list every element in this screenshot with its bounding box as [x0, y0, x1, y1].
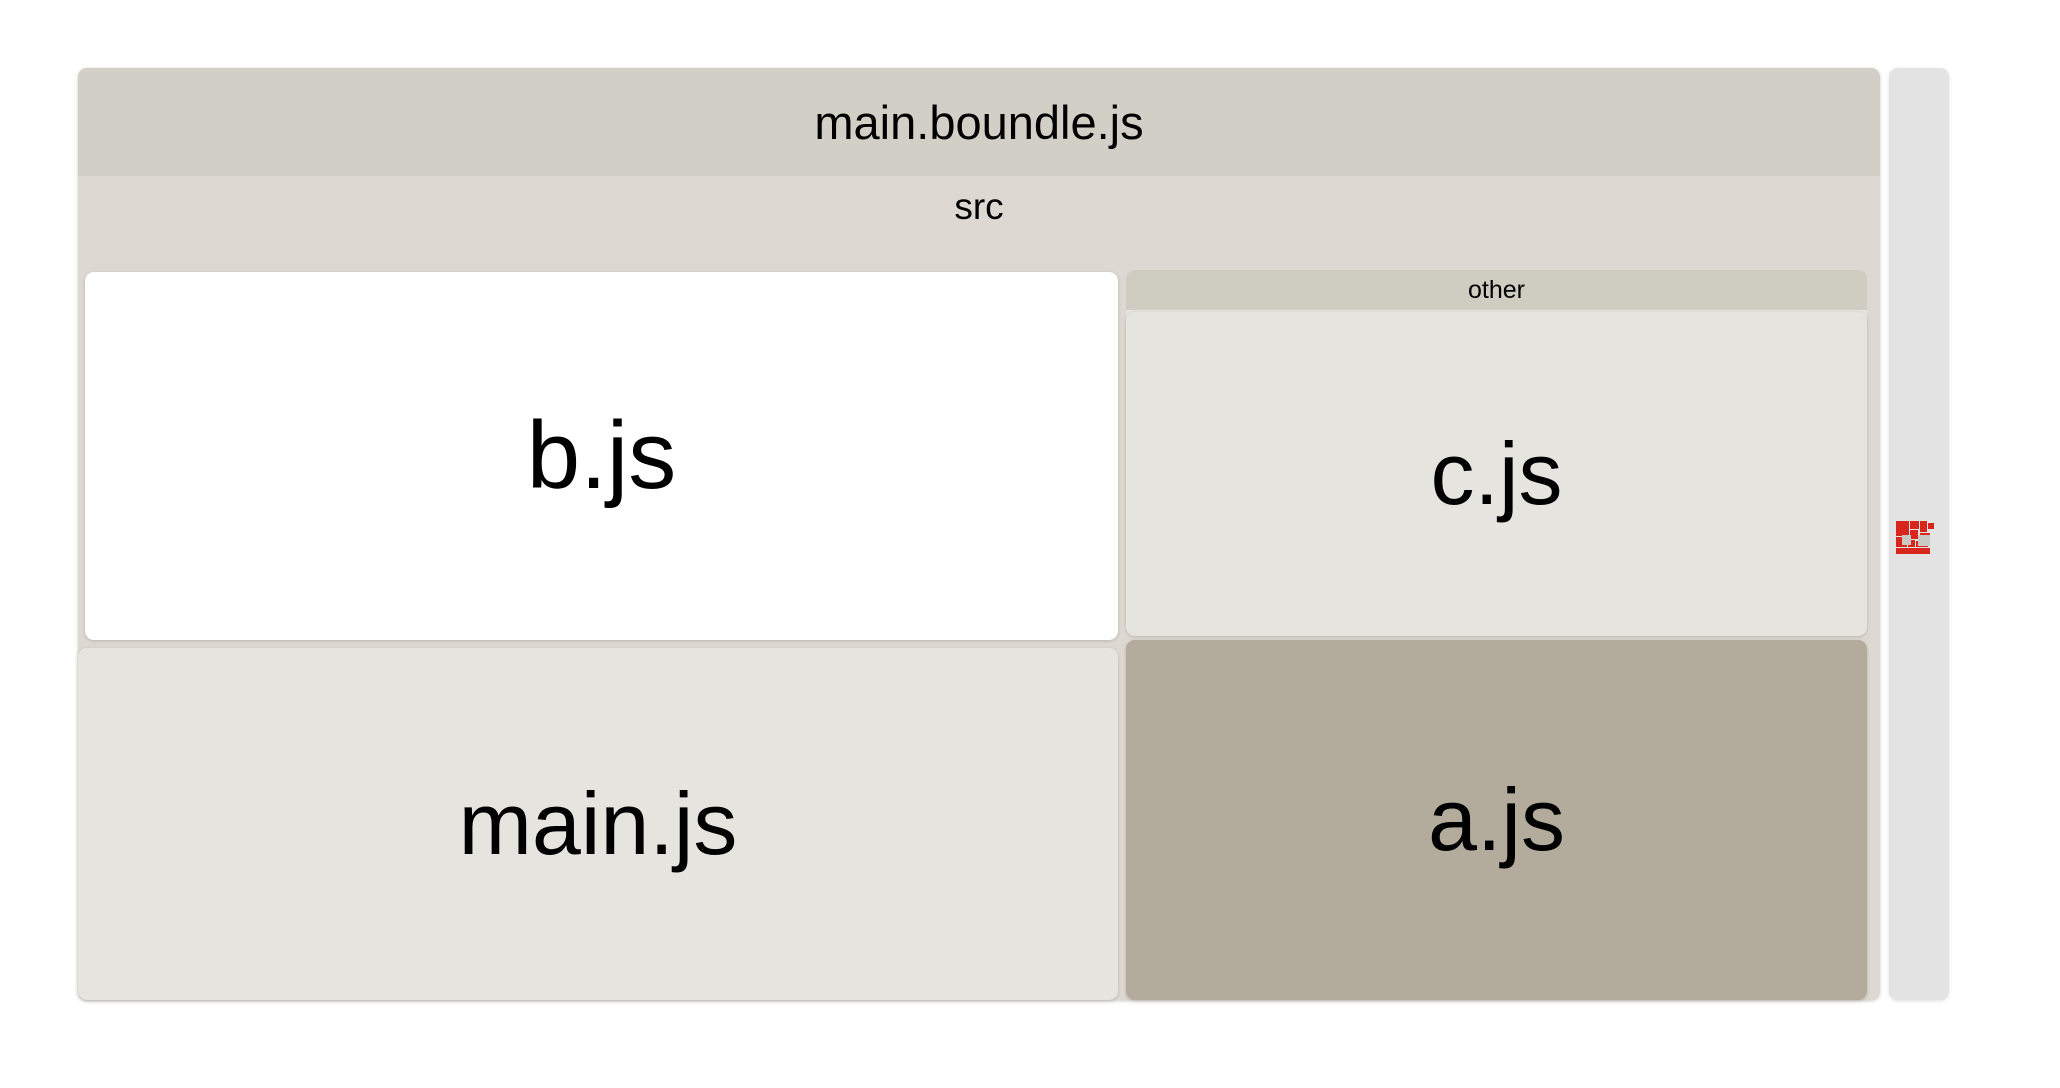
treemap-node-main-js[interactable]: main.js: [78, 648, 1118, 1000]
treemap-leaf-label-b-js: b.js: [526, 402, 677, 509]
treemap-leaf-label-c-js: c.js: [1430, 424, 1563, 523]
micro-treemap-cell: [1928, 523, 1934, 529]
treemap-leaf-label-a-js: a.js: [1428, 770, 1565, 869]
micro-treemap-label: [1896, 554, 1936, 561]
micro-treemap-cell: [1896, 548, 1930, 554]
micro-treemap-cell: [1908, 540, 1915, 547]
treemap-group-label-other: other: [1126, 270, 1867, 310]
micro-treemap-cell: [1896, 537, 1907, 547]
micro-treemap-thumbnail[interactable]: [1896, 521, 1936, 561]
treemap-group-label-main-boundle-js: main.boundle.js: [78, 68, 1880, 176]
micro-treemap-cell: [1902, 535, 1911, 545]
micro-treemap-cell: [1910, 530, 1918, 539]
treemap-leaf-label-main-js: main.js: [458, 774, 738, 873]
treemap-node-b-js[interactable]: b.js: [85, 272, 1118, 640]
treemap-group-label-src: src: [78, 176, 1880, 238]
micro-treemap-cell: [1920, 521, 1927, 532]
micro-treemap-cell: [1896, 521, 1909, 536]
micro-treemap-cell: [1910, 521, 1919, 529]
micro-treemap-cell: [1918, 535, 1930, 546]
treemap-node-c-js[interactable]: c.js: [1126, 312, 1867, 636]
treemap-node-a-js[interactable]: a.js: [1126, 640, 1867, 1000]
